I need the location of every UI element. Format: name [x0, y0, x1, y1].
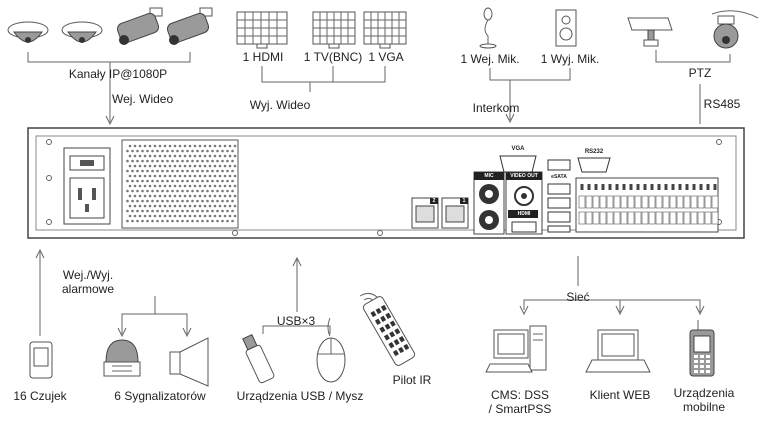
intercom-bracket-line [489, 68, 571, 81]
usb-stick-icon [242, 334, 275, 384]
network-ports [411, 197, 469, 229]
cms-label: CMS: DSS / SmartPSS [488, 388, 552, 416]
mic-out-label: 1 Wyj. Mik. [540, 52, 600, 66]
network-label: Sieć [566, 290, 590, 304]
mouse-icon [316, 317, 346, 383]
ptz-camera-icon [711, 10, 759, 49]
ptz-bracket-line [655, 50, 731, 63]
usb-devices-label: Urządzenia USB / Mysz [236, 389, 364, 403]
ptz-label: PTZ [688, 66, 712, 80]
video-in-arrow [105, 115, 115, 126]
video-out-port-label: VIDEO OUT [510, 173, 538, 179]
sensors-label: 16 Czujek [13, 389, 67, 403]
sirens-bracket-line [121, 296, 188, 334]
rs485-label: RS485 [703, 97, 741, 111]
microphone-icon [479, 7, 497, 49]
usb-bracket-line [262, 325, 331, 334]
vga-port-label: VGA [511, 146, 525, 152]
alarm-terminal-block [575, 177, 719, 233]
video-out-bracket-line [261, 66, 386, 83]
tv-output-label: 1 TV(BNC) [303, 50, 363, 64]
video-out-ports [505, 171, 543, 235]
fan-grille [121, 139, 239, 229]
sensor-icon [29, 341, 53, 379]
audio-ports [473, 171, 505, 235]
network-bracket-line [523, 299, 701, 312]
sensor-arrow [35, 248, 45, 259]
speaker-icon [555, 9, 577, 47]
usb-arrow [292, 256, 302, 267]
desktop-computer-icon [485, 325, 547, 373]
usb-esata-ports [547, 159, 571, 233]
siren-icon [103, 339, 141, 377]
tv-monitor-icon [312, 11, 356, 49]
bullet-camera-icon [116, 7, 163, 45]
power-socket [63, 147, 111, 225]
dome-camera-icon [7, 21, 49, 43]
sirens-label: 6 Sygnalizatorów [114, 389, 206, 403]
mobile-devices-label: Urządzenia mobilne [673, 386, 735, 414]
cameras-bracket-line [27, 52, 191, 63]
vga-monitor-icon [363, 11, 407, 49]
hdmi-port-label: HDMI [517, 211, 531, 217]
rs232-port [577, 157, 611, 173]
mic-port-label: MIC [484, 173, 494, 179]
usb-count-label: USB×3 [276, 314, 316, 328]
laptop-icon [585, 329, 651, 373]
dome-camera-icon [61, 21, 103, 43]
horn-speaker-icon [169, 337, 209, 387]
hdmi-monitor-icon [236, 11, 288, 49]
video-out-label: Wyj. Wideo [249, 98, 311, 112]
ptz-keyboard-icon [627, 17, 673, 47]
hdmi-output-label: 1 HDMI [242, 50, 284, 64]
mobile-phone-icon [689, 320, 715, 377]
lan-port-2-label: 2 [432, 198, 436, 204]
vga-port [499, 155, 537, 173]
lan-port-1-label: 1 [462, 198, 466, 204]
rs232-port-label: RS232 [584, 149, 604, 155]
network-arrows [519, 305, 705, 316]
vga-output-label: 1 VGA [368, 50, 404, 64]
intercom-arrow [505, 113, 515, 124]
intercom-label: Interkom [472, 101, 520, 115]
mic-in-label: 1 Wej. Mik. [460, 52, 520, 66]
sirens-arrows [117, 327, 192, 338]
ir-remote-label: Pilot IR [392, 373, 432, 387]
ip-camera-icons [7, 7, 213, 45]
web-client-label: Klient WEB [589, 388, 651, 402]
bullet-camera-icon [166, 7, 213, 45]
ir-remote-icon [359, 292, 416, 366]
video-in-label: Wej. Wideo [112, 92, 174, 106]
alarm-io-label: Wej./Wyj. alarmowe [62, 268, 115, 296]
cameras-label: Kanały IP@1080P [68, 67, 168, 81]
esata-port-label: eSATA [551, 174, 567, 180]
